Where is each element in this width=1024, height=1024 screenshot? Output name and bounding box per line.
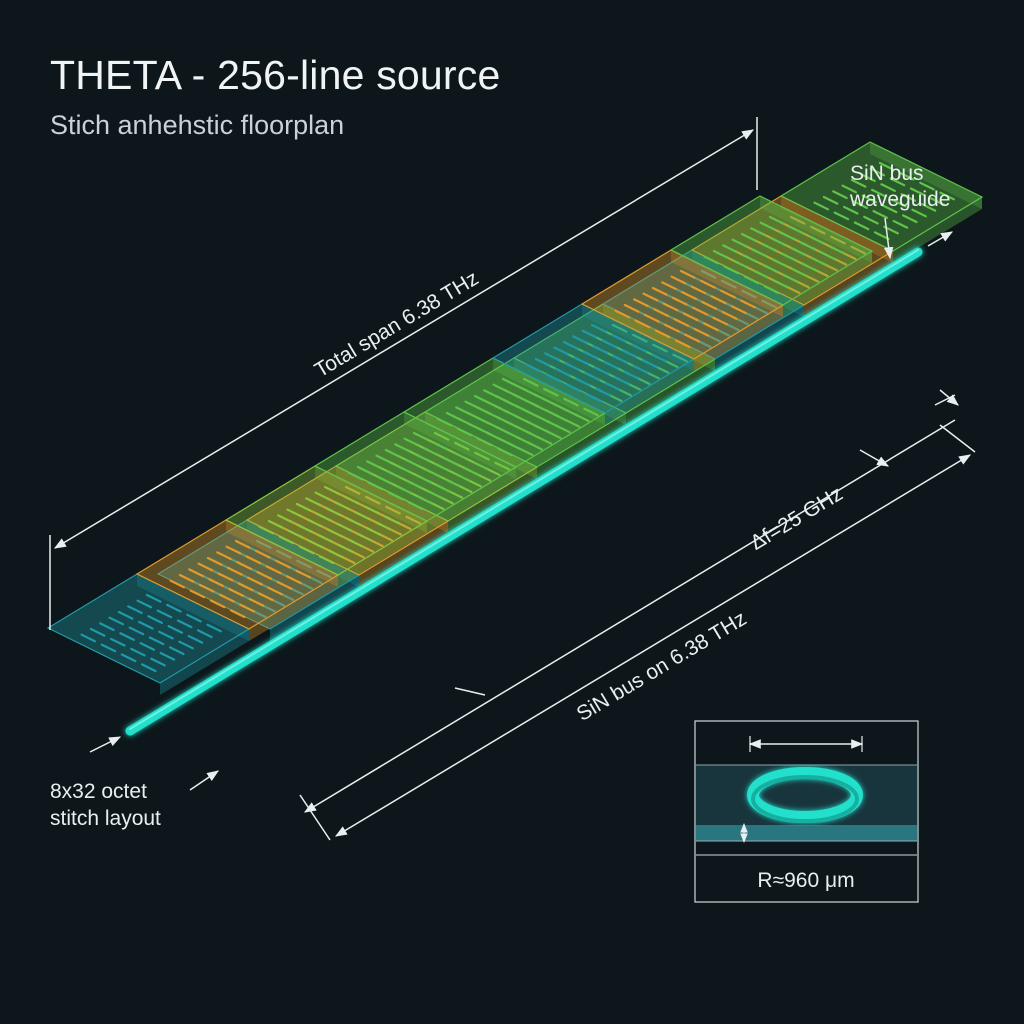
bus-callout-line1: SiN bus (850, 162, 924, 185)
tile-back-7-edge (870, 142, 982, 209)
tile-front-0-side (160, 629, 249, 695)
tile-back-7 (779, 141, 984, 252)
tile-front-0-comb-lines (80, 593, 222, 673)
layout-callout-line2: stitch layout (50, 807, 161, 830)
tile-front-7-edge (760, 196, 872, 263)
sin-bus-waveguide (125, 247, 923, 736)
bus-output-arrow (927, 231, 954, 247)
sin-bus-waveguide-highlight (129, 249, 919, 730)
tile-front-1-comb-lines (169, 539, 311, 619)
total-span-label: Total span 6.38 THz (311, 267, 483, 382)
stitch-tiles (46, 141, 984, 695)
tile-front-7-side (783, 251, 872, 317)
bus-callout-line2: waveguide (849, 188, 950, 211)
layout-callout-line1: 8x32 octet (50, 780, 147, 803)
tile-back-7-side (893, 197, 982, 263)
layout-callout-arrow (89, 736, 122, 753)
tile-back-7-comb-lines (813, 161, 955, 241)
inset-radius-label: R≈960 μm (757, 869, 854, 892)
tile-front-0-edge (137, 574, 249, 641)
tile-back-6-side (804, 251, 893, 317)
tile-front-1-side (249, 575, 338, 641)
bus-span-label: SiN bus on 6.38 THz (573, 607, 751, 726)
total-span-dimension (49, 117, 758, 630)
layout-callout-arrow-2 (189, 770, 219, 791)
bus-callout-arrow (883, 217, 894, 260)
delta-f-label: Δf=25 GHz (746, 482, 846, 555)
tile-back-6-edge (781, 196, 893, 263)
page-title: THETA - 256-line source (50, 52, 501, 98)
delta-f-dimension (303, 389, 959, 813)
ring-resonator-inset: R≈960 μm (694, 720, 919, 903)
